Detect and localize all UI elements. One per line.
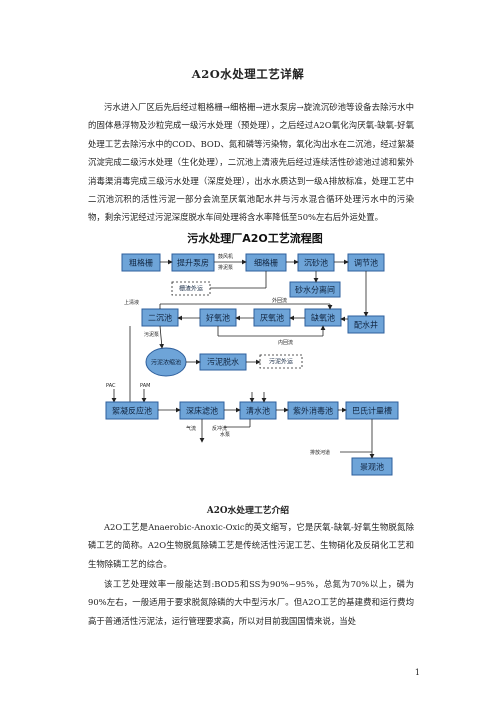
label-pump: 排泥泵 (218, 264, 233, 271)
box-coarse-screen: 粗格栅 (121, 253, 161, 272)
document-title: A2O水处理工艺详解 (191, 67, 305, 81)
box-grit-chamber: 沉砂池 (297, 253, 335, 272)
svg-text:好氧池: 好氧池 (206, 313, 230, 323)
box-landscape-pool: 景观池 (351, 457, 393, 476)
box-parshall-flume: 巴氏计量槽 (345, 401, 399, 420)
label-pam: PAM (140, 383, 150, 389)
box-sludge-transport: 污泥外运 (259, 354, 303, 369)
svg-text:景观池: 景观池 (360, 462, 384, 472)
box-sludge-dewater: 污泥脱水 (199, 353, 247, 371)
diagram-title: 污水处理厂A2O工艺流程图 (187, 232, 323, 245)
box-anoxic-tank: 缺氧池 (304, 308, 342, 327)
svg-text:栅渣外运: 栅渣外运 (179, 285, 203, 293)
box-clear-water-tank: 清水池 (239, 401, 277, 420)
box-uv-disinfection: 紫外消毒池 (287, 401, 339, 420)
svg-text:污泥浓缩池: 污泥浓缩池 (151, 359, 181, 367)
svg-text:沉砂池: 沉砂池 (304, 258, 328, 268)
svg-text:砂水分离间: 砂水分离间 (295, 285, 335, 295)
label-river: 排放河道 (310, 449, 330, 456)
a2o-intro-paragraph: A2O工艺是Anaerobic-Anoxic-Oxic的英文缩写，它是厌氧-缺氧… (88, 522, 414, 569)
svg-text:污泥外运: 污泥外运 (269, 358, 293, 366)
svg-text:提升泵房: 提升泵房 (177, 258, 209, 268)
a2o-efficiency-paragraph: 该工艺处理效率一般能达到:BOD5和SS为90%~95%，总氮为70%以上，磷为… (88, 579, 414, 626)
svg-text:紫外消毒池: 紫外消毒池 (293, 406, 333, 416)
section-subtitle: A2O水处理工艺介绍 (206, 506, 290, 516)
label-reflux-out: 外回流 (272, 297, 287, 304)
box-sludge-out: 栅渣外运 (171, 281, 211, 296)
label-air: 气流 (186, 425, 196, 432)
label-reflux-in: 内回流 (278, 339, 293, 346)
svg-text:清水池: 清水池 (246, 406, 270, 416)
label-water-pump: 水泵 (220, 431, 230, 438)
box-fine-screen: 细格栅 (245, 253, 287, 272)
label-blower: 鼓风机 (218, 253, 233, 260)
svg-text:絮凝反应池: 絮凝反应池 (112, 406, 152, 416)
box-aerobic-tank: 好氧池 (199, 308, 237, 327)
label-pac: PAC (106, 383, 116, 389)
page-number: 1 (414, 668, 420, 677)
box-anaerobic-tank: 厌氧池 (253, 308, 291, 327)
sludge-thickener: 污泥浓缩池 (145, 347, 187, 377)
box-deep-bed-filter: 深床滤池 (179, 401, 225, 420)
svg-text:调节池: 调节池 (354, 258, 378, 268)
svg-text:配水井: 配水井 (354, 320, 378, 330)
svg-text:厌氧池: 厌氧池 (260, 313, 284, 323)
process-flow-diagram: .bx { fill:#6ea4d8; stroke:#2e5f9c; stro… (100, 231, 410, 496)
svg-text:粗格栅: 粗格栅 (129, 258, 153, 268)
svg-text:污泥脱水: 污泥脱水 (207, 357, 239, 367)
intro-paragraph: 污水进入厂区后先后经过粗格栅→细格栅→进水泵房→旋流沉砂池等设备去除污水中的固体… (88, 102, 414, 223)
label-sludge-pump: 污泥泵 (144, 331, 159, 338)
svg-text:二沉池: 二沉池 (148, 313, 172, 323)
box-lift-pump: 提升泵房 (171, 253, 215, 272)
label-backwash: 反冲洗 (212, 425, 227, 432)
svg-text:缺氧池: 缺氧池 (311, 313, 335, 323)
box-coagulation-tank: 絮凝反应池 (105, 401, 159, 420)
box-sand-water-separation: 砂水分离间 (289, 281, 341, 298)
box-secondary-clarifier: 二沉池 (141, 308, 179, 327)
svg-text:巴氏计量槽: 巴氏计量槽 (352, 406, 392, 416)
box-regulating-tank: 调节池 (347, 253, 385, 272)
svg-text:细格栅: 细格栅 (254, 258, 278, 268)
svg-text:深床滤池: 深床滤池 (186, 406, 218, 416)
box-distribution-well: 配水井 (347, 315, 385, 334)
label-overflow: 上清液 (124, 299, 139, 306)
